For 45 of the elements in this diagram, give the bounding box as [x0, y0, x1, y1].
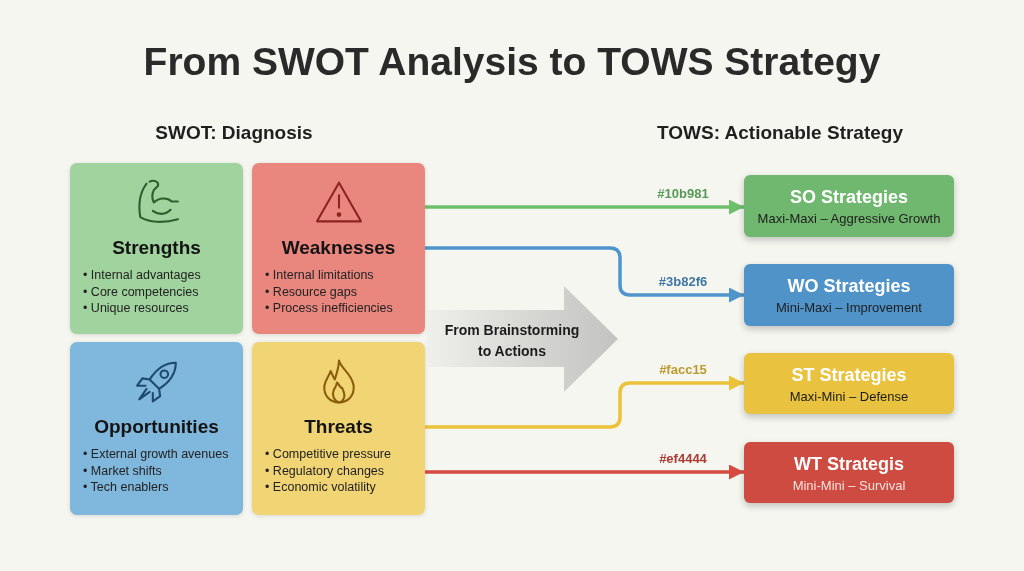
- edge-label: #facc15: [657, 362, 709, 377]
- bullet-item: • Internal advantages: [83, 267, 201, 284]
- card-heading: Threats: [304, 416, 373, 438]
- bullet-item: • Competitive pressure: [265, 446, 391, 463]
- section-heading: TOWS: Actionable Strategy: [657, 121, 903, 145]
- edge-label: #10b981: [655, 186, 711, 201]
- arrow-label: From Brainstorming to Actions: [443, 321, 581, 361]
- swot-card: [70, 163, 243, 334]
- strategy-title: WO Strategies: [787, 275, 911, 298]
- block-arrow: [427, 286, 618, 392]
- bullet-item: • Unique resources: [83, 300, 189, 317]
- bullet-item: • Core competencies: [83, 283, 199, 300]
- strategy-box: [744, 264, 954, 326]
- bullet-item: • Tech enablers: [83, 479, 169, 496]
- edge-label: #3b82f6: [656, 274, 710, 289]
- section-heading: SWOT: Diagnosis: [155, 121, 313, 145]
- arrow: [425, 246, 744, 303]
- arrow: [425, 375, 744, 429]
- swot-card: [70, 342, 243, 515]
- page-title: From SWOT Analysis to TOWS Strategy: [143, 39, 881, 85]
- strategy-box: [744, 442, 954, 503]
- strategy-subtitle: Maxi-Mini – Defense: [789, 389, 909, 405]
- bullet-item: • External growth avenues: [83, 446, 229, 463]
- strategy-box: [744, 175, 954, 237]
- bullet-item: • Economic volatility: [265, 479, 376, 496]
- swot-card: [252, 342, 425, 515]
- strategy-subtitle: Maxi-Maxi – Aggressive Growth: [757, 211, 941, 227]
- strategy-box: [744, 353, 954, 414]
- arrow: [425, 199, 744, 215]
- card-heading: Weaknesses: [281, 237, 396, 259]
- strategy-subtitle: Mini-Maxi – Improvement: [776, 300, 922, 316]
- strategy-title: SO Strategies: [790, 186, 908, 209]
- strategy-title: ST Strategies: [791, 364, 907, 387]
- strategy-title: WT Strategis: [794, 453, 904, 476]
- bullet-item: • Resource gaps: [265, 283, 357, 300]
- bullet-item: • Regulatory changes: [265, 462, 385, 479]
- swot-card: [252, 163, 425, 334]
- card-heading: Opportunities: [94, 416, 219, 438]
- arrow: [425, 464, 744, 480]
- bullet-item: • Market shifts: [83, 462, 162, 479]
- card-heading: Strengths: [112, 237, 201, 259]
- strategy-subtitle: Mini-Mini – Survival: [792, 478, 906, 494]
- edge-label: #ef4444: [657, 451, 709, 466]
- bullet-item: • Internal limitations: [265, 267, 374, 284]
- bullet-item: • Process inefficiencies: [265, 300, 393, 317]
